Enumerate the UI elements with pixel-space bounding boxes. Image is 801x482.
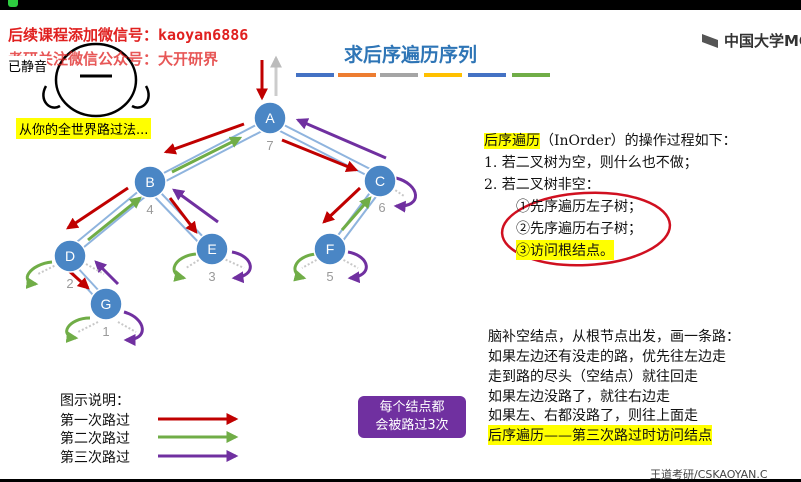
second-pass-arrows (87, 136, 372, 242)
tree-node-c: C 6 (363, 164, 397, 215)
node-order-a: 7 (266, 138, 273, 153)
tree-node-b: B 4 (133, 165, 167, 217)
node-order-d: 2 (66, 276, 73, 291)
mute-label: 已静音 (8, 56, 48, 75)
description-heading: 后序遍历（InOrder）的操作过程如下： (484, 130, 737, 150)
notes-line-1: 脑补空结点，从根节点出发，画一条路： (488, 329, 740, 345)
legend-title: 图示说明： (60, 393, 130, 409)
sub-step-2: ②先序遍历右子树； (516, 221, 642, 237)
node-order-b: 4 (146, 202, 153, 217)
legend-arrows (158, 413, 239, 462)
notes-line-3: 走到路的尽头（空结点）就往回走 (488, 369, 698, 385)
notes-line-2: 如果左边还有没走的路，优先往左边走 (488, 349, 726, 365)
sub-step-3: ③访问根结点。 (516, 240, 614, 260)
tree-nodes: A 7 B 4 C 6 D 2 E 3 (53, 101, 397, 339)
watermark-line-2: 考研关注微信公众号：大开研界 (8, 50, 219, 68)
tree-node-f: F 5 (313, 232, 347, 284)
sub-step-1: ①先序遍历左子树； (516, 199, 642, 215)
null-child-loops (25, 176, 417, 346)
bubble-line-1: 每个结点都 (379, 400, 445, 415)
svg-text:F: F (326, 241, 335, 257)
slide-title: 求后序遍历序列 (344, 44, 478, 66)
svg-text:A: A (265, 110, 275, 126)
tree-node-e: E 3 (195, 232, 229, 284)
legend-second-pass: 第二次路过 (60, 431, 130, 447)
top-bar (0, 0, 801, 10)
null-child-links (37, 187, 405, 333)
third-pass-arrows (94, 118, 387, 286)
legend-third-pass: 第三次路过 (60, 450, 130, 466)
svg-text:G: G (101, 296, 112, 312)
highlight-ellipse (500, 191, 672, 267)
node-order-g: 1 (102, 324, 109, 339)
node-order-c: 6 (378, 200, 385, 215)
step-2: 2. 若二叉树非空： (484, 177, 600, 193)
mooc-logo-icon (702, 34, 718, 48)
node-order-f: 5 (326, 269, 333, 284)
notes-line-4: 如果左边没路了，就往右边走 (488, 389, 670, 405)
meme-avatar (42, 42, 150, 118)
step-1: 1. 若二叉树为空，则什么也不做； (484, 155, 698, 171)
svg-text:D: D (65, 248, 75, 264)
mooc-logo-text: 中国大学MO (724, 32, 801, 50)
first-pass-arrows (66, 122, 362, 290)
tree-node-g: G 1 (89, 287, 123, 339)
node-order-e: 3 (208, 269, 215, 284)
callout-bubble: 每个结点都 会被路过3次 (358, 396, 466, 438)
svg-text:C: C (375, 173, 385, 189)
live-caption: 从你的全世界路过法... (16, 118, 152, 139)
title-color-bars (296, 73, 550, 77)
watermark-line-1: 后续课程添加微信号：kaoyan6886 (8, 26, 249, 44)
notes-line-6: 后序遍历——第三次路过时访问结点 (488, 425, 712, 445)
heading-highlight: 后序遍历 (484, 133, 540, 149)
tree-node-a: A 7 (253, 101, 287, 153)
tree-node-d: D 2 (53, 239, 87, 291)
footer-text: 王道考研/CSKAOYAN.C (650, 468, 768, 481)
legend-first-pass: 第一次路过 (60, 413, 130, 429)
svg-text:E: E (207, 241, 216, 257)
bubble-line-2: 会被路过3次 (375, 418, 449, 433)
heading-rest: （InOrder）的操作过程如下： (540, 133, 737, 149)
notes-line-5: 如果左、右都没路了，则往上面走 (488, 408, 698, 424)
svg-text:B: B (145, 174, 154, 190)
window-indicator (8, 0, 18, 7)
